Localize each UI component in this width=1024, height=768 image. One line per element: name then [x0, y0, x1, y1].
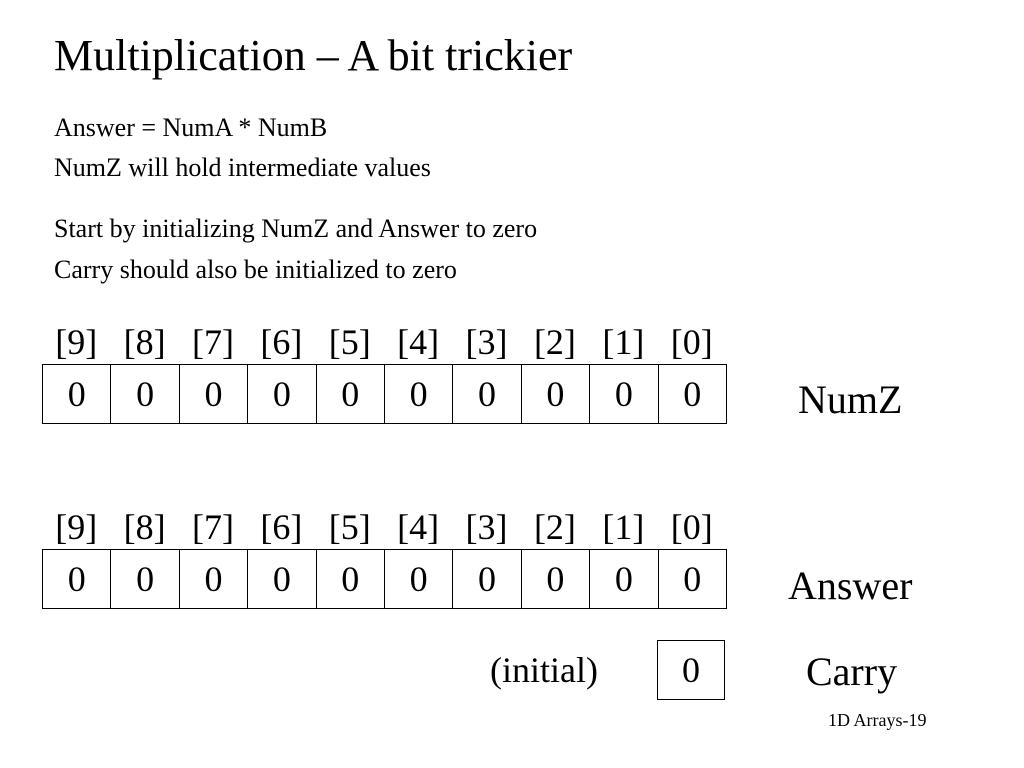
text-line-carry-init: Carry should also be initialized to zero: [54, 255, 457, 284]
array-index: [9]: [55, 322, 98, 362]
answer-array: [9] [8] [7] [6] [5] [4] [3] [2] [1] [0] …: [42, 505, 727, 609]
array-cell: 0: [521, 364, 591, 424]
array-index: [7]: [191, 507, 234, 547]
array-cell: 0: [248, 364, 317, 424]
text-line-numz-purpose: NumZ will hold intermediate values: [54, 153, 431, 182]
array-cell: 0: [658, 364, 727, 424]
answer-cell-row: 0 0 0 0 0 0 0 0 0 0: [42, 549, 727, 609]
array-index: [3]: [465, 322, 508, 362]
array-index: [4]: [397, 507, 440, 547]
carry-cell: 0: [657, 640, 725, 700]
slide-footer: 1D Arrays-19: [828, 710, 927, 730]
carry-label: Carry: [806, 649, 898, 694]
array-index: [2]: [533, 322, 576, 362]
array-cell: 0: [179, 364, 249, 424]
numz-index-row: [9] [8] [7] [6] [5] [4] [3] [2] [1] [0]: [42, 320, 727, 364]
array-index: [9]: [55, 507, 98, 547]
array-index: [8]: [123, 322, 166, 362]
array-cell: 0: [384, 549, 454, 609]
array-cell: 0: [658, 549, 727, 609]
numz-label: NumZ: [798, 377, 903, 422]
numz-cell-row: 0 0 0 0 0 0 0 0 0 0: [42, 364, 727, 424]
array-cell: 0: [590, 549, 659, 609]
array-index: [1]: [602, 322, 645, 362]
array-cell: 0: [453, 364, 522, 424]
array-index: [0]: [670, 507, 713, 547]
array-index: [8]: [123, 507, 166, 547]
array-index: [1]: [602, 507, 645, 547]
array-cell: 0: [316, 549, 385, 609]
slide-title: Multiplication – A bit trickier: [54, 31, 573, 80]
array-index: [7]: [191, 322, 234, 362]
array-cell: 0: [179, 549, 249, 609]
array-index: [6]: [260, 507, 303, 547]
answer-index-row: [9] [8] [7] [6] [5] [4] [3] [2] [1] [0]: [42, 505, 727, 549]
array-cell: 0: [453, 549, 522, 609]
array-index: [3]: [465, 507, 508, 547]
array-cell: 0: [316, 364, 385, 424]
array-cell: 0: [590, 364, 659, 424]
array-index: [0]: [670, 322, 713, 362]
array-index: [2]: [533, 507, 576, 547]
array-cell: 0: [111, 549, 180, 609]
text-line-initialize: Start by initializing NumZ and Answer to…: [54, 214, 538, 243]
array-index: [4]: [397, 322, 440, 362]
carry-note: (initial): [490, 650, 598, 690]
array-index: [5]: [328, 322, 371, 362]
array-index: [6]: [260, 322, 303, 362]
array-cell: 0: [248, 549, 317, 609]
text-line-answer-formula: Answer = NumA * NumB: [54, 113, 328, 142]
array-cell: 0: [521, 549, 591, 609]
array-cell: 0: [384, 364, 454, 424]
numz-array: [9] [8] [7] [6] [5] [4] [3] [2] [1] [0] …: [42, 320, 727, 424]
array-cell: 0: [111, 364, 180, 424]
array-cell: 0: [43, 549, 112, 609]
array-cell: 0: [43, 364, 112, 424]
array-index: [5]: [328, 507, 371, 547]
answer-label: Answer: [788, 563, 913, 608]
